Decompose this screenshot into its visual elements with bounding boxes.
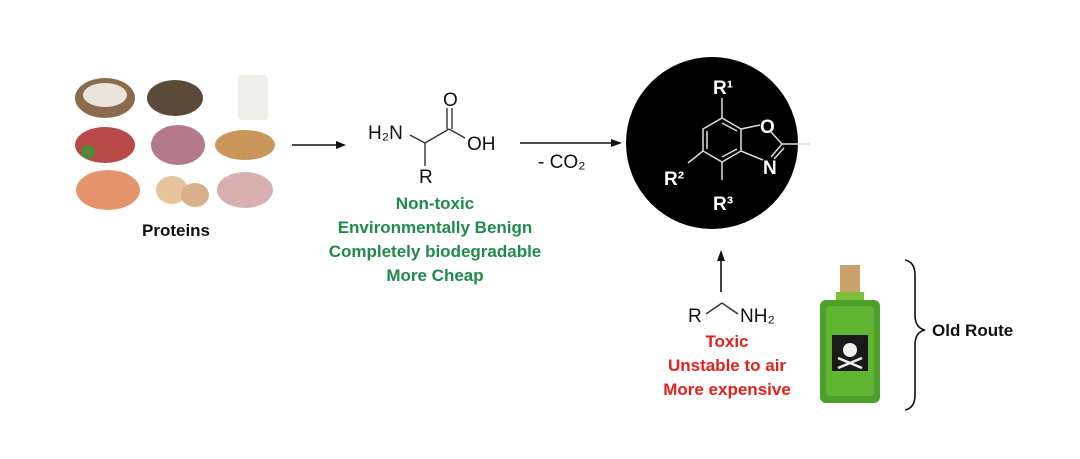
drawback-item: More expensive: [663, 380, 791, 399]
r1-substituent: R¹: [713, 78, 733, 99]
reaction-arrow-1: [292, 141, 346, 149]
side-chain-label: R: [419, 167, 433, 188]
poison-bottle-image: [820, 265, 880, 403]
amino-acid-structure: [409, 108, 466, 166]
hydroxyl-label: OH: [467, 134, 496, 155]
old-route-arrow: [717, 250, 725, 292]
proteins-label: Proteins: [142, 221, 210, 240]
amine-nh2-label: NH₂: [740, 306, 775, 327]
c2-substituent: R: [812, 135, 826, 156]
amine-structure: [705, 302, 739, 315]
amine-group-label: H₂N: [368, 123, 403, 144]
r3-substituent: R³: [713, 194, 733, 215]
carbonyl-oxygen-label: O: [443, 90, 458, 111]
advantage-item: Non-toxic: [396, 194, 474, 213]
ring-nitrogen-label: N: [763, 158, 777, 179]
protein-foods-image: [75, 75, 275, 210]
benzoxazole-structure: [687, 98, 810, 180]
advantage-item: Environmentally Benign: [338, 218, 533, 237]
r2-substituent: R²: [664, 169, 684, 190]
advantage-item: Completely biodegradable: [329, 242, 542, 261]
ring-oxygen-label: O: [760, 117, 775, 138]
toxic-drawbacks-list: Toxic Unstable to air More expensive: [663, 332, 791, 399]
drawback-item: Unstable to air: [668, 356, 786, 375]
drawback-item: Toxic: [705, 332, 748, 351]
curly-brace: [904, 259, 926, 411]
green-advantages-list: Non-toxic Environmentally Benign Complet…: [329, 194, 542, 285]
reaction-condition: - CO₂: [538, 152, 585, 173]
old-route-label: Old Route: [932, 321, 1013, 340]
reaction-arrow-2: [520, 139, 622, 147]
amine-r-label: R: [688, 306, 702, 327]
advantage-item: More Cheap: [386, 266, 483, 285]
skull-icon: [843, 343, 857, 357]
product-highlight-circle: [626, 57, 798, 229]
